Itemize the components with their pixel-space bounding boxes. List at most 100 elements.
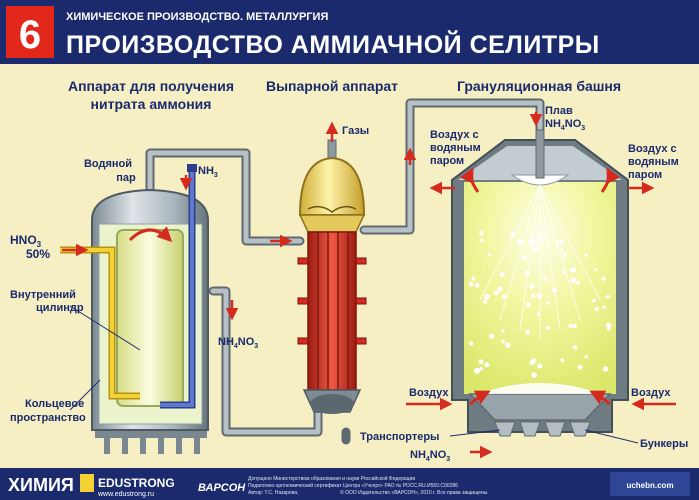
granule (591, 298, 596, 303)
granule (494, 290, 499, 296)
granule (499, 271, 505, 278)
steam-label-2: пар (116, 172, 136, 184)
granule (545, 325, 550, 330)
granule (497, 286, 503, 292)
granule (555, 240, 560, 246)
reactor-title-line2: нитрата аммония (91, 96, 212, 112)
granule (522, 255, 527, 261)
granule (551, 287, 558, 293)
granule (483, 299, 488, 304)
granule (577, 364, 583, 370)
inner-cylinder-label-1: Внутренний (10, 289, 76, 301)
granule (536, 312, 541, 316)
granule (474, 367, 480, 374)
melt-label-1: Плав (545, 105, 573, 117)
inner-cylinder-label-2: цилиндр (36, 302, 84, 314)
granule (602, 366, 609, 372)
granule (531, 372, 537, 378)
granule (570, 267, 577, 273)
granule (484, 362, 490, 368)
evaporator-title: Выпарной аппарат (266, 78, 398, 94)
granule (471, 276, 476, 281)
granule (531, 293, 536, 298)
granule (560, 358, 565, 363)
granule (536, 237, 541, 242)
granule (479, 367, 483, 371)
granules (468, 230, 612, 378)
granule (517, 238, 524, 245)
granule (533, 246, 539, 252)
footer-fine-4: © ООО Издательство «ВАРСОН», 2010 г. Все… (340, 489, 489, 496)
inner-cylinder (116, 229, 184, 407)
granule (501, 329, 505, 333)
granule (478, 359, 484, 365)
granule (469, 341, 474, 346)
granule (601, 276, 606, 281)
granule (594, 307, 599, 312)
granule (605, 322, 612, 329)
granule (474, 283, 480, 288)
granule (479, 230, 484, 236)
bunkers-leader (584, 429, 639, 444)
air-steam-left-label-1: Воздух с (430, 129, 479, 141)
granule (501, 294, 507, 299)
chapter-number: 6 (19, 13, 41, 57)
granule (468, 281, 474, 287)
granule (546, 301, 551, 305)
hno3-percent: 50% (26, 247, 50, 261)
footer-fine-1: Допущено Министерством образования и нау… (248, 475, 415, 482)
granule (562, 270, 566, 274)
granule (487, 253, 491, 257)
flag-icon (80, 474, 94, 492)
nh4no3-label-2: NH4NO3 (410, 449, 450, 463)
granule (542, 275, 546, 279)
footer-fine-3: Автор: Т.С. Назарова. (248, 490, 298, 496)
evaporator-apparatus (297, 139, 367, 414)
footer-bar (0, 468, 699, 500)
granule (584, 354, 589, 359)
granule (524, 270, 531, 276)
annulus-label-2: пространство (10, 412, 86, 424)
granule (559, 239, 565, 244)
air-steam-right-label-3: паром (628, 169, 662, 181)
granule (537, 363, 543, 369)
granule (489, 333, 495, 339)
granule (572, 323, 577, 329)
granule (525, 302, 531, 308)
reactor-apparatus (60, 164, 209, 454)
conveyors-label: Транспортеры (360, 431, 439, 443)
granule (484, 293, 490, 300)
gases-label: Газы (342, 125, 369, 137)
air-steam-right-label-1: Воздух с (628, 143, 677, 155)
air-left-label: Воздух (409, 387, 449, 399)
reactor-title-line1: Аппарат для получения (68, 78, 234, 94)
air-steam-left-label-3: паром (430, 155, 464, 167)
granule (572, 345, 578, 350)
granule (584, 253, 588, 257)
bunkers-label: Бункеры (640, 438, 688, 450)
footer-varson: ВАРСОН (198, 482, 246, 494)
conveyors-leader (449, 429, 501, 437)
granule (606, 327, 611, 331)
chapter-badge (6, 6, 54, 58)
tower-title: Грануляционная башня (457, 78, 621, 94)
air-steam-left-label-2: водяным (430, 142, 481, 154)
annulus-leader (69, 379, 101, 411)
granule (570, 277, 577, 284)
process-pipes (145, 98, 545, 445)
granule (576, 280, 581, 285)
granule (602, 305, 606, 309)
granule (593, 268, 598, 272)
granule (606, 294, 610, 299)
footer-logo: uchebn.com (626, 481, 673, 490)
granule (562, 253, 567, 258)
footer-logo-box (610, 472, 690, 496)
footer-edu: EDUSTRONG (98, 476, 175, 490)
granule (529, 284, 534, 289)
footer-brand: ХИМИЯ (8, 475, 74, 495)
annulus-label-1: Кольцевое (25, 398, 84, 410)
granule (544, 277, 549, 282)
granule (479, 238, 484, 243)
